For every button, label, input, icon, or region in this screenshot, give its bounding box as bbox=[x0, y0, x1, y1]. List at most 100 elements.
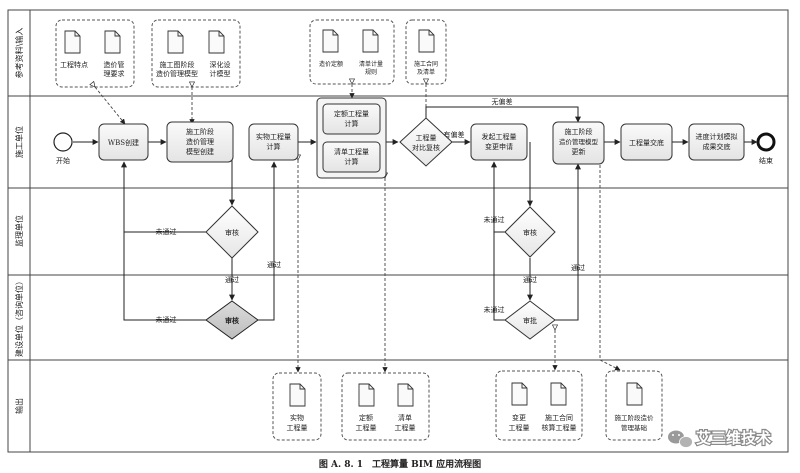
quota-bill-subprocess: 定额工程量 计算 清单工程量 计算 bbox=[316, 97, 387, 179]
doc-label: 施工图阶段 bbox=[160, 60, 195, 69]
svg-text:模型创建: 模型创建 bbox=[186, 147, 214, 156]
svg-text:发起工程量: 发起工程量 bbox=[482, 132, 517, 141]
svg-text:计算: 计算 bbox=[267, 142, 281, 151]
end-event: 结束 bbox=[756, 132, 776, 165]
wechat-icon bbox=[668, 430, 693, 448]
swimlane-frame bbox=[7, 9, 789, 453]
doc-label: 造价管 bbox=[104, 60, 125, 69]
lane-label-owner: 建设单位（咨询单位） bbox=[14, 277, 24, 357]
svg-text:审批: 审批 bbox=[523, 316, 537, 325]
flow-label-fail: 未通过 bbox=[156, 315, 177, 324]
svg-text:对比复核: 对比复核 bbox=[412, 143, 440, 152]
model-update-task: 施工阶段 造价管理模型 更新 bbox=[552, 121, 605, 165]
svg-text:开始: 开始 bbox=[56, 156, 70, 165]
output-doc-group-1: 实物 工程量 bbox=[272, 372, 322, 441]
svg-text:施工阶段造价: 施工阶段造价 bbox=[615, 413, 655, 422]
doc-label: 施工合同 bbox=[414, 60, 438, 68]
svg-text:变更: 变更 bbox=[512, 413, 526, 422]
start-event: 开始 bbox=[53, 132, 73, 165]
flow-label-pass: 通过 bbox=[523, 275, 537, 284]
document-links bbox=[95, 84, 620, 372]
svg-text:审核: 审核 bbox=[225, 316, 239, 325]
svg-text:施工阶段: 施工阶段 bbox=[565, 127, 593, 136]
svg-text:成果交底: 成果交底 bbox=[703, 142, 731, 151]
document-icon bbox=[208, 30, 225, 54]
svg-text:工程量: 工程量 bbox=[509, 423, 530, 432]
doc-label: 深化设 bbox=[210, 60, 231, 69]
owner-review-gateway-1: 审核 bbox=[205, 300, 259, 340]
svg-text:计算: 计算 bbox=[345, 119, 359, 128]
svg-text:审核: 审核 bbox=[225, 228, 239, 237]
doc-label: 计模型 bbox=[210, 69, 231, 78]
lane-label-input: 参考资料\输入 bbox=[14, 28, 24, 79]
document-icon bbox=[362, 29, 379, 53]
input-doc-group-4: 施工合同 及清单 bbox=[405, 19, 447, 85]
svg-text:核算工程量: 核算工程量 bbox=[542, 423, 577, 432]
svg-text:艾三维技术: 艾三维技术 bbox=[696, 429, 771, 447]
svg-text:管理基础: 管理基础 bbox=[621, 423, 648, 432]
document-icon bbox=[626, 382, 643, 406]
flow-labels: 未通过 通过 未通过 通过 有偏差 无偏差 未通过 通过 未通过 通过 bbox=[156, 97, 586, 324]
flow-label-fail: 未通过 bbox=[156, 227, 177, 236]
output-doc-group-3: 变更 工程量 施工合同 核算工程量 bbox=[495, 370, 583, 441]
svg-text:造价管理模型: 造价管理模型 bbox=[559, 137, 599, 146]
svg-text:工程量: 工程量 bbox=[287, 423, 308, 432]
flow-label-pass: 通过 bbox=[225, 275, 239, 284]
document-icon bbox=[397, 383, 414, 407]
flow-label-fail: 未通过 bbox=[484, 215, 505, 224]
lane-label-supervision: 监理单位 bbox=[14, 215, 24, 247]
bill-quantity-task bbox=[322, 141, 381, 173]
wbs-create-task: WBS创建 bbox=[98, 123, 149, 161]
physical-quantity-task: 实物工程量 计算 bbox=[248, 123, 299, 161]
svg-text:结束: 结束 bbox=[759, 156, 773, 165]
input-doc-group-3: 造价定额 清单计量 规则 bbox=[309, 19, 395, 85]
svg-text:清单工程量: 清单工程量 bbox=[334, 147, 369, 156]
svg-text:实物: 实物 bbox=[290, 413, 304, 422]
flow-label-deviation: 有偏差 bbox=[444, 130, 465, 139]
svg-text:进度计划模拟: 进度计划模拟 bbox=[696, 132, 738, 141]
doc-label: 造价管理模型 bbox=[156, 69, 198, 78]
svg-text:工程量: 工程量 bbox=[356, 423, 377, 432]
schedule-simulation-task: 进度计划模拟 成果交底 bbox=[688, 123, 745, 161]
input-doc-group-2: 施工图阶段 造价管理模型 深化设 计模型 bbox=[151, 19, 241, 88]
flow-label-fail: 未通过 bbox=[484, 305, 505, 314]
owner-approval-gateway-2: 审批 bbox=[504, 300, 556, 340]
doc-label: 清单计量 bbox=[359, 60, 383, 68]
svg-text:施工阶段: 施工阶段 bbox=[186, 127, 214, 136]
document-icon bbox=[289, 383, 306, 407]
doc-label: 工程特点 bbox=[60, 60, 88, 69]
svg-text:计算: 计算 bbox=[345, 157, 359, 166]
flow-label-pass: 通过 bbox=[267, 260, 281, 269]
document-icon bbox=[64, 30, 81, 54]
document-icon bbox=[511, 382, 528, 406]
doc-label: 理要求 bbox=[104, 69, 125, 78]
svg-text:变更申请: 变更申请 bbox=[485, 142, 513, 151]
flow-label-pass: 通过 bbox=[571, 263, 585, 272]
svg-text:定额: 定额 bbox=[359, 413, 373, 422]
svg-text:审核: 审核 bbox=[523, 228, 537, 237]
svg-text:更新: 更新 bbox=[572, 147, 586, 156]
compare-review-gateway: 工程量 对比复核 bbox=[399, 117, 453, 167]
supervision-review-gateway-2: 审核 bbox=[504, 206, 556, 258]
doc-label: 及清单 bbox=[417, 68, 435, 76]
svg-text:WBS创建: WBS创建 bbox=[108, 138, 139, 147]
quantity-handover-task: 工程量交底 bbox=[620, 123, 673, 161]
figure-caption: 图 A. 8. 1 工程算量 BIM 应用流程图 bbox=[319, 458, 481, 470]
output-doc-group-4: 施工阶段造价 管理基础 bbox=[605, 370, 663, 441]
output-doc-group-2: 定额 工程量 清单 工程量 bbox=[341, 372, 430, 441]
lane-label-output: 输出 bbox=[14, 398, 24, 414]
svg-text:工程量: 工程量 bbox=[395, 423, 416, 432]
flow-label-no-deviation: 无偏差 bbox=[492, 97, 513, 106]
input-doc-group-1: 工程特点 造价管 理要求 bbox=[55, 19, 135, 88]
change-request-task: 发起工程量 变更申请 bbox=[470, 123, 528, 161]
stage-model-create-task: 施工阶段 造价管理 模型创建 bbox=[166, 121, 234, 163]
document-icon bbox=[167, 30, 184, 54]
doc-label: 规则 bbox=[365, 68, 377, 76]
lane-label-construction: 施工单位 bbox=[14, 126, 24, 158]
document-icon bbox=[358, 383, 375, 407]
svg-text:工程量交底: 工程量交底 bbox=[629, 138, 664, 147]
svg-text:清单: 清单 bbox=[398, 413, 412, 422]
document-icon bbox=[550, 382, 567, 406]
quota-quantity-task bbox=[322, 103, 381, 135]
